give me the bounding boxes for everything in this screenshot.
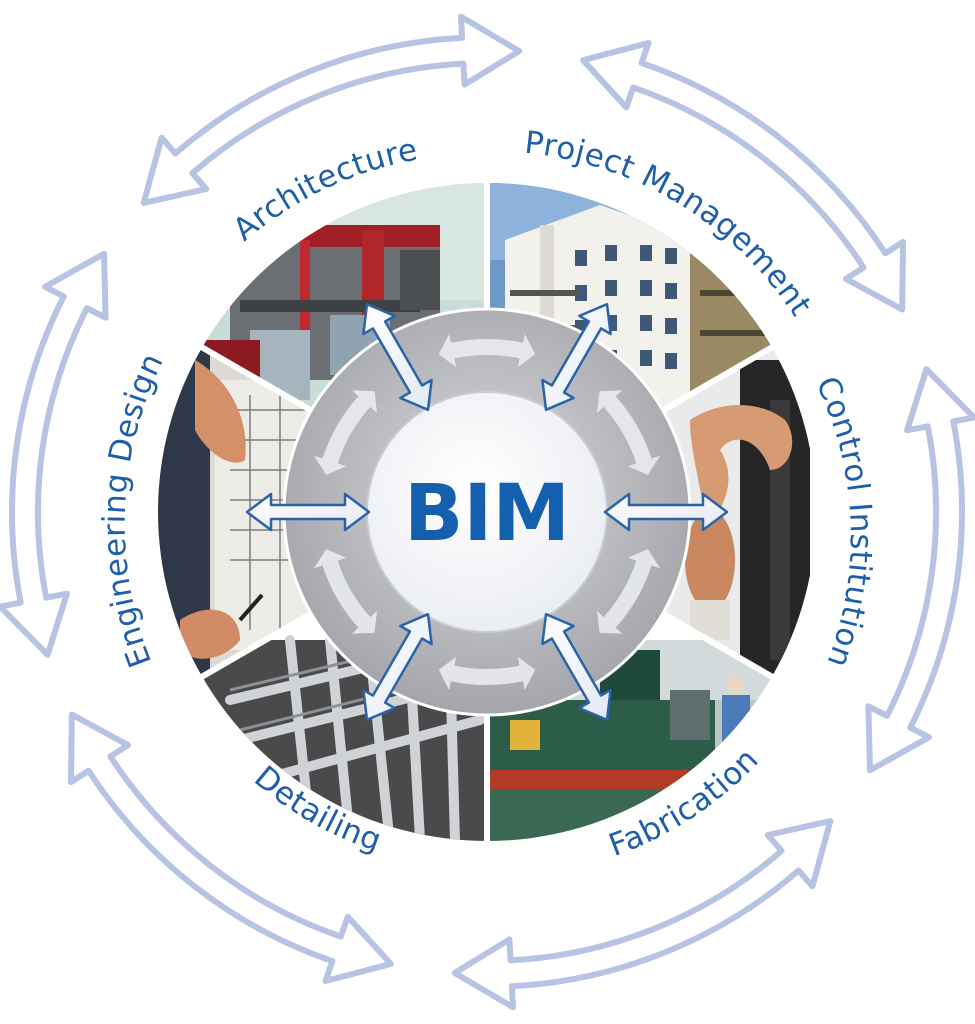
ring-circulating-arrow-icon — [438, 334, 536, 368]
ring-circulating-arrow-icon — [438, 656, 536, 690]
outer-arrows-group — [0, 13, 975, 1011]
segment-detailing-photo — [202, 628, 487, 841]
connector-double-arrow-icon — [603, 492, 729, 532]
label-control-institution: Control Institution — [809, 371, 879, 672]
ring-circulating-arrow-icon — [313, 549, 377, 634]
ring-circulating-arrow-icon — [597, 390, 661, 475]
connector-double-arrow-icon — [245, 492, 371, 532]
ring-circulating-arrow-icon — [597, 549, 661, 634]
outer-curved-arrow-icon — [0, 250, 109, 658]
ring-arrows-group — [313, 334, 661, 690]
connector-arrows-group — [245, 302, 729, 722]
connector-double-arrow-icon — [362, 302, 433, 412]
segment-control-institution-photo — [660, 347, 810, 677]
outer-curved-arrow-icon — [140, 13, 523, 206]
center-label: BIM — [404, 469, 570, 559]
ring-circulating-arrow-icon — [313, 390, 377, 475]
outer-curved-arrow-icon — [580, 40, 906, 313]
outer-curved-arrow-icon — [68, 711, 394, 984]
outer-curved-arrow-icon — [451, 818, 834, 1011]
connector-double-arrow-icon — [362, 612, 433, 722]
connector-double-arrow-icon — [541, 612, 612, 722]
connector-double-arrow-icon — [541, 302, 612, 412]
outer-curved-arrow-icon — [865, 366, 975, 774]
